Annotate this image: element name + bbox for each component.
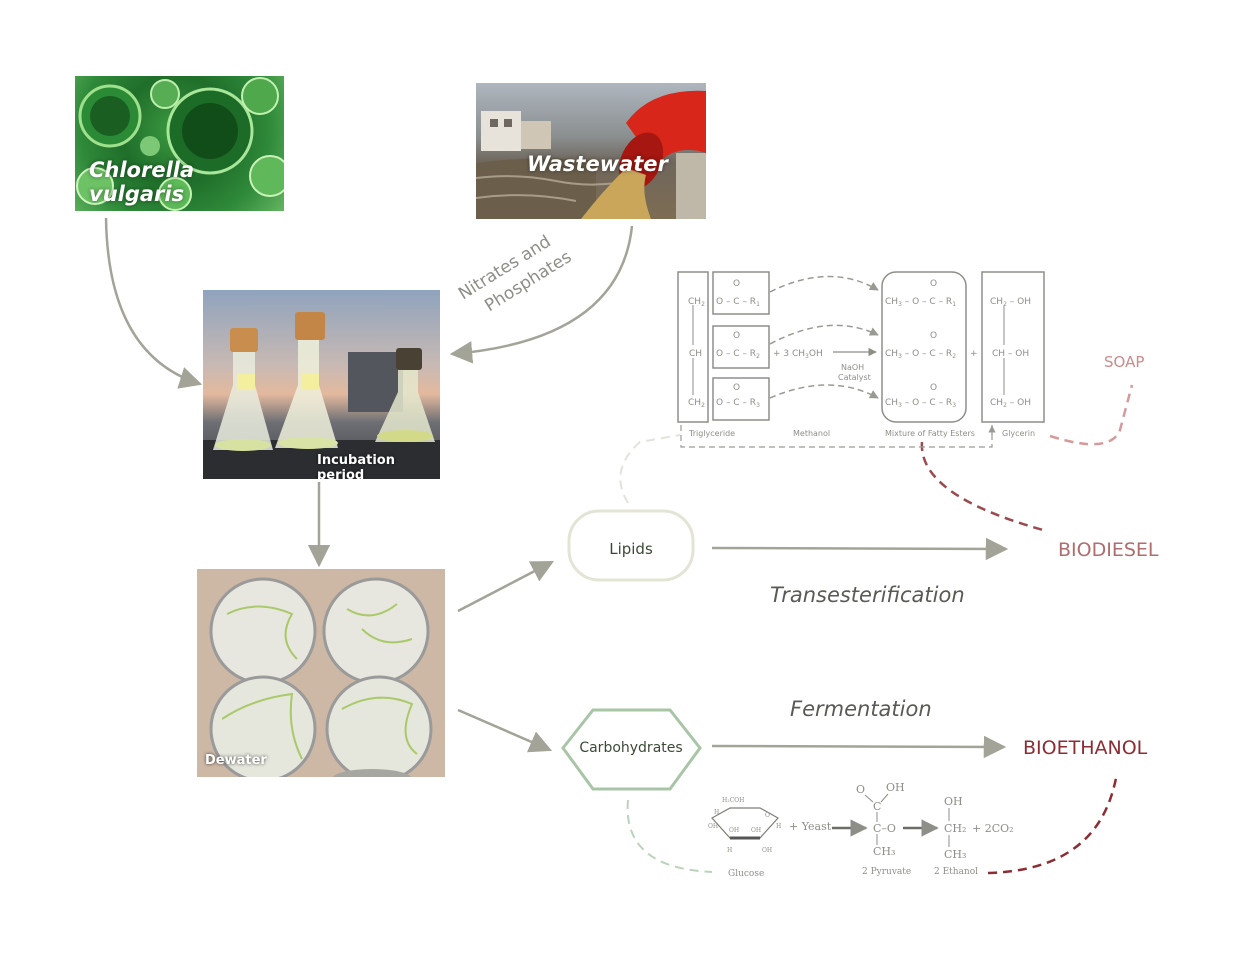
catalyst-line1: NaOH <box>841 363 864 372</box>
carbohydrates-hexagon <box>561 708 702 791</box>
glucose-ring-oh1: OH <box>729 827 739 834</box>
chlorella-image: Chlorella vulgaris <box>75 76 284 211</box>
yeast-label: + Yeast <box>789 820 832 833</box>
pyruvate-ch3: CH₃ <box>873 845 895 858</box>
tg-ester-1: O – C – R1 <box>716 297 760 308</box>
dewater-image: Dewater <box>197 569 445 777</box>
pyruvate-oh: OH <box>886 781 905 794</box>
label-ethanol: 2 Ethanol <box>934 867 978 877</box>
dashed-lipids-to-scheme <box>619 434 681 504</box>
pyruvate-o: O <box>856 783 865 796</box>
arrow-lipids-to-biodiesel <box>711 537 1009 561</box>
dewater-label: Dewater <box>205 753 267 768</box>
glucose-ring-oh4: OH <box>762 847 772 854</box>
methanol-formula: + 3 CH3OH <box>773 349 823 360</box>
label-glucose: Glucose <box>728 869 764 879</box>
tg-ester-2: O – C – R2 <box>716 349 760 360</box>
fermentation-label: Fermentation <box>790 697 932 721</box>
lipids-label: Lipids <box>609 540 653 558</box>
fe-ester-2: CH3 – O – C – R2 <box>885 349 956 360</box>
transesterification-scheme: CH2 CH CH2 O O – C – R1 O O – C – R2 O O… <box>677 271 1045 448</box>
transesterification-label: Transesterification <box>770 583 965 607</box>
glucose-ring-oh3: OH <box>708 823 718 830</box>
chlorella-label: Chlorella vulgaris <box>89 158 195 206</box>
fe-o-2: O <box>930 331 937 341</box>
soap-label: SOAP <box>1104 353 1144 371</box>
arrow-dewater-to-carbohydrates <box>457 708 553 753</box>
tg-o-3: O <box>733 383 740 393</box>
label-fatty-esters: Mixture of Fatty Esters <box>885 429 975 438</box>
gly-bot: CH2 – OH <box>990 398 1031 409</box>
tg-ch-mid: CH <box>689 349 702 359</box>
bioethanol-label: BIOETHANOL <box>1023 737 1148 759</box>
tg-o-2: O <box>733 331 740 341</box>
petri-dishes-graphic <box>209 577 433 777</box>
wastewater-label: Wastewater <box>527 152 668 176</box>
glucose-ring-o: O <box>765 812 770 819</box>
lipids-box <box>567 509 695 582</box>
label-triglyceride: Triglyceride <box>688 429 735 438</box>
fe-ester-3: CH3 – O – C – R3 <box>885 398 956 409</box>
algae-cells-graphic <box>76 77 284 211</box>
arrow-dewater-to-lipids <box>457 560 554 613</box>
nutrients-label: Nitrates and Phosphates <box>455 232 575 316</box>
tg-ester-3: O – C – R3 <box>716 398 760 409</box>
incubation-image: Incubation period <box>203 290 440 479</box>
gly-mid: CH – OH <box>992 349 1029 359</box>
tg-ch2-bot: CH2 <box>688 398 705 409</box>
ethanol-ch3: CH₃ <box>944 848 966 861</box>
dashed-carbohydrates-to-glucose <box>626 799 713 873</box>
dashed-scheme-to-soap <box>1049 384 1134 446</box>
flasks-graphic <box>203 312 440 479</box>
arrow-wastewater-to-incubation <box>449 225 634 364</box>
catalyst-line2: Catalyst <box>838 373 871 382</box>
glucose-ring-h1: H <box>714 809 719 816</box>
glucose-ring-h3: H <box>727 847 732 854</box>
fe-ester-1: CH3 – O – C – R1 <box>885 297 956 308</box>
tg-ch2-top: CH2 <box>688 297 705 308</box>
dashed-scheme-to-biodiesel <box>920 441 1044 532</box>
wastewater-image: Wastewater <box>476 83 706 219</box>
gly-top: CH2 – OH <box>990 297 1031 308</box>
carbohydrates-label: Carbohydrates <box>579 740 682 756</box>
glucose-ring-top: H₂COH <box>722 797 744 804</box>
fe-o-3: O <box>930 383 937 393</box>
pyruvate-co: C–O <box>873 822 896 835</box>
arrow-carbohydrates-to-bioethanol <box>711 735 1007 759</box>
pyruvate-c: C <box>873 800 881 813</box>
fermentation-scheme: H₂COH O H OH OH OH H H OH + Yeast O OH C… <box>708 781 1014 879</box>
incubation-label: Incubation period <box>317 453 395 479</box>
label-methanol: Methanol <box>793 429 830 438</box>
label-glycerin: Glycerin <box>1002 429 1035 438</box>
arrow-algae-to-incubation <box>104 217 203 389</box>
ethanol-ch2: CH₂ <box>944 822 966 835</box>
wastewater-pipe-graphic <box>476 90 706 219</box>
co2-label: + 2CO₂ <box>972 822 1014 835</box>
scheme-plus: + <box>970 349 978 359</box>
tg-o-1: O <box>733 279 740 289</box>
glucose-ring-oh2: OH <box>751 827 761 834</box>
label-pyruvate: 2 Pyruvate <box>862 867 911 877</box>
ethanol-oh: OH <box>944 795 963 808</box>
glucose-ring-h2: H <box>776 823 781 830</box>
fe-o-1: O <box>930 279 937 289</box>
biodiesel-label: BIODIESEL <box>1058 539 1159 561</box>
dashed-ethanol-to-bioethanol <box>987 777 1118 875</box>
